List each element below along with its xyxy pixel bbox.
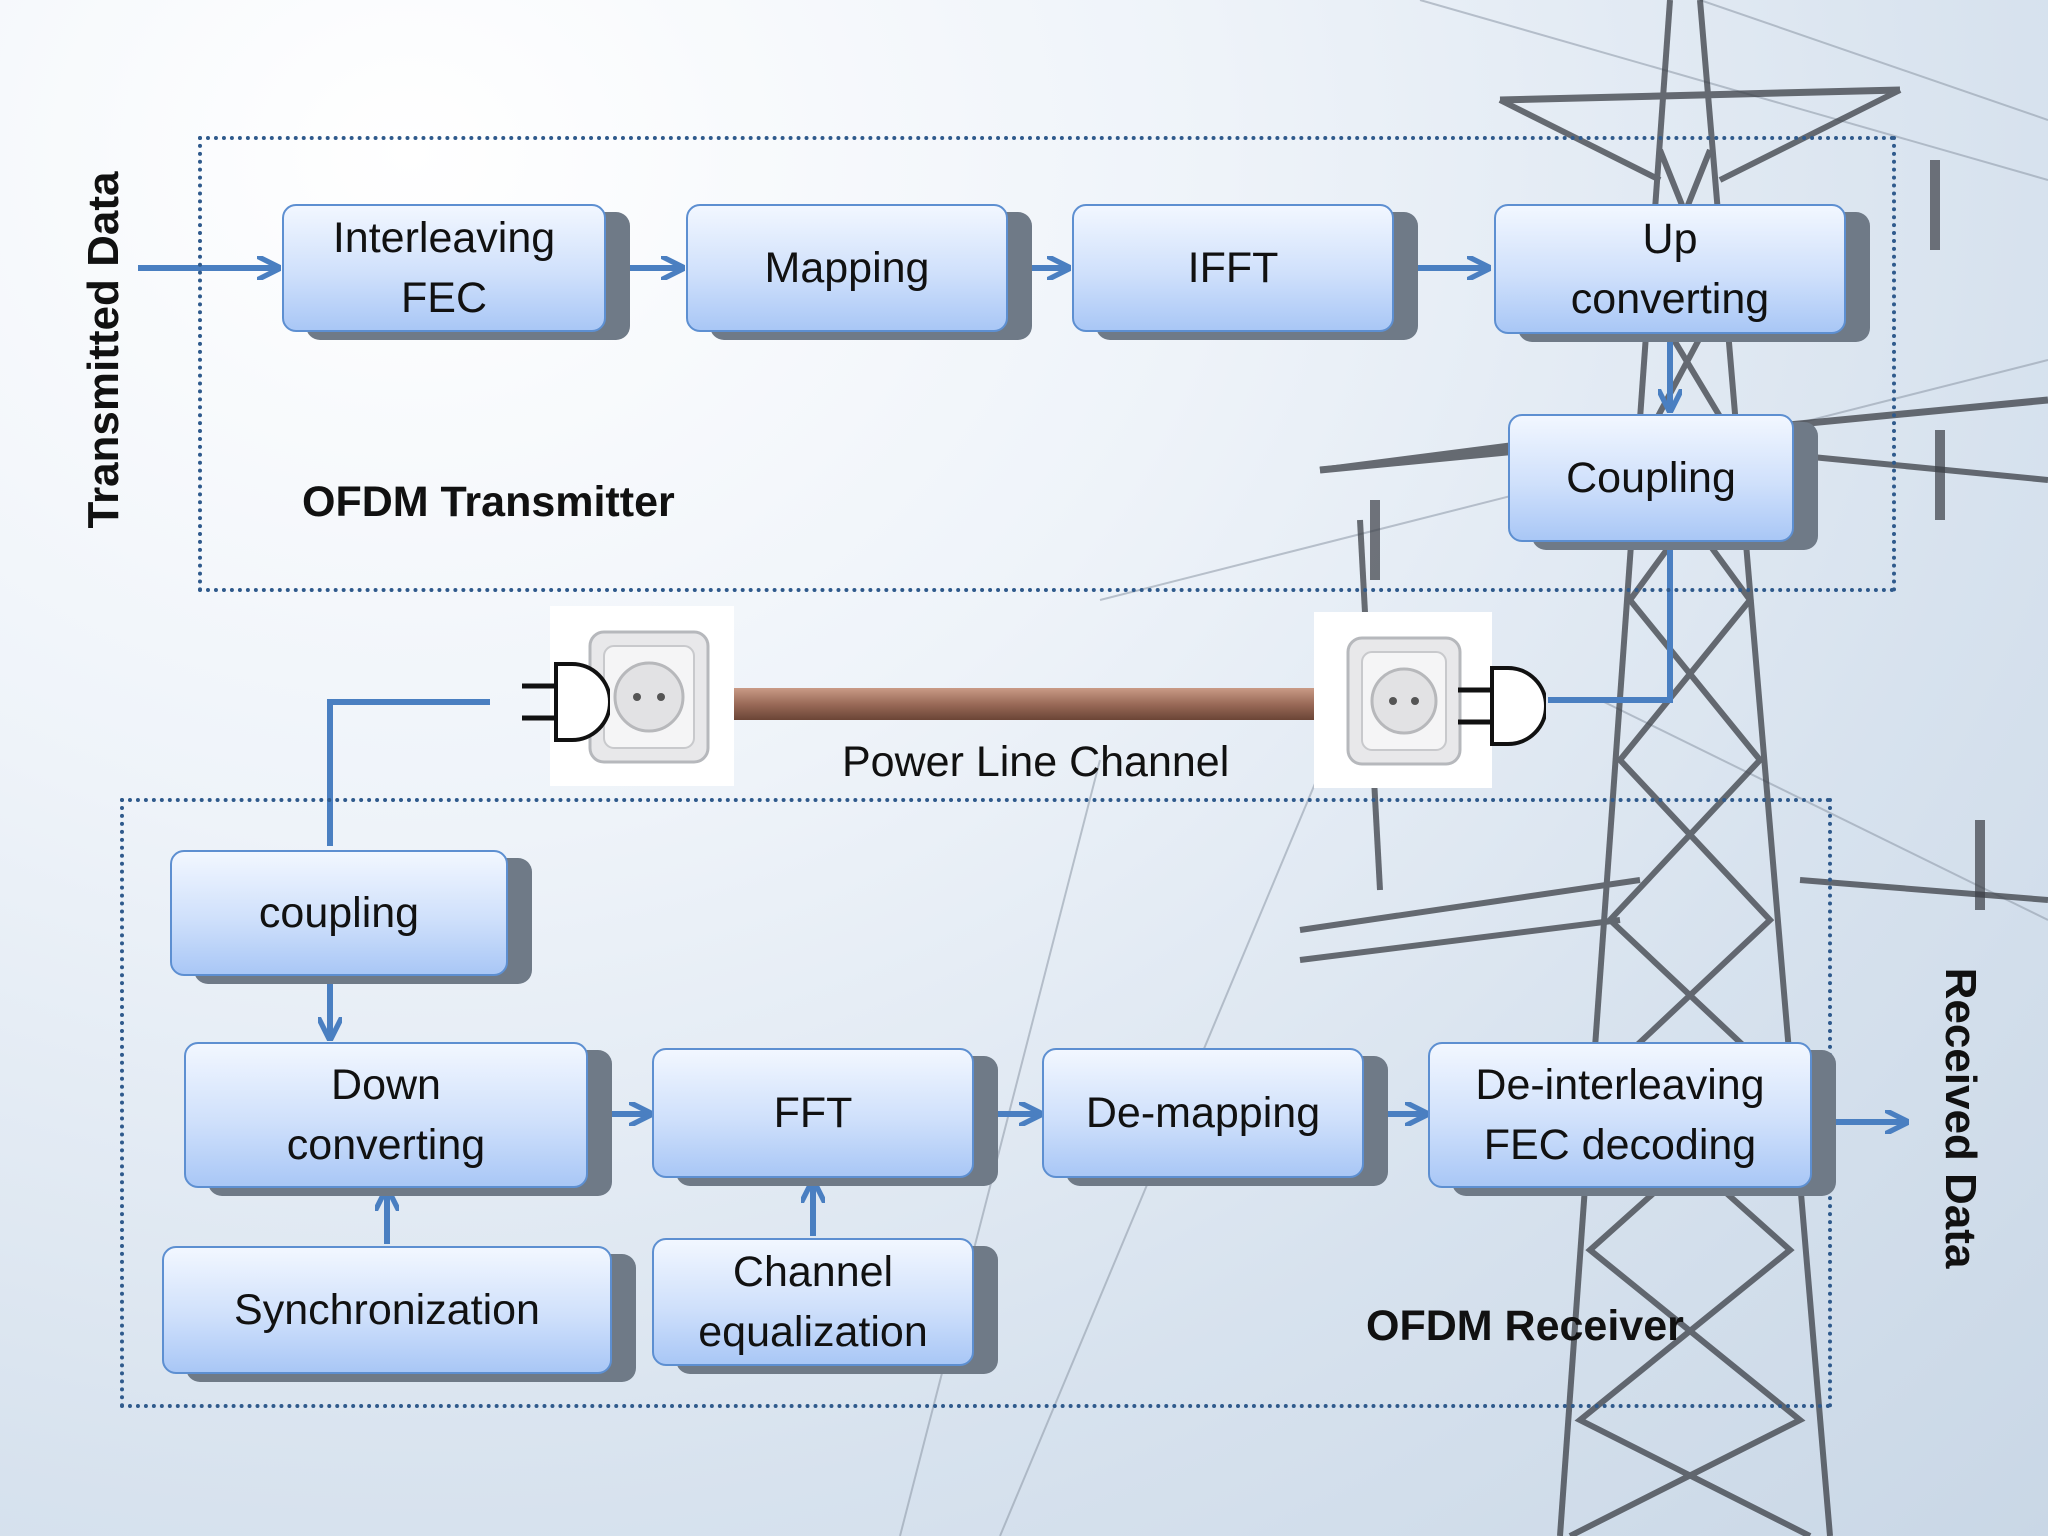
down-converting-block: Down converting [184,1042,612,1196]
right-outlet-panel [1314,612,1492,788]
power-cable [684,688,1348,720]
transmitter-region [198,136,1896,592]
receiver-title: OFDM Receiver [1366,1302,1684,1350]
left-outlet-panel [550,606,734,786]
coupling-rx-block: coupling [170,850,532,984]
transmitted-data-label: Transmitted Data [79,171,128,529]
up-converting-block: Up converting [1494,204,1870,342]
right-plug-icon [1458,666,1546,746]
interleaving-fec-block: Interleaving FEC [282,204,630,340]
left-plug-icon [522,662,610,742]
socket-icon [1346,636,1462,766]
wire-coupling-to-plug [1548,544,1673,703]
channel-label: Power Line Channel [842,738,1230,786]
de-interleaving-block: De-interleaving FEC decoding [1428,1042,1836,1196]
mapping-block: Mapping [686,204,1032,340]
insulators [1370,160,1985,910]
fft-block: FFT [652,1048,998,1186]
de-mapping-block: De-mapping [1042,1048,1388,1186]
received-data-label: Received Data [1936,967,1985,1269]
synchronization-block: Synchronization [162,1246,636,1382]
transmitter-title: OFDM Transmitter [302,478,675,526]
coupling-tx-block: Coupling [1508,414,1818,550]
ifft-block: IFFT [1072,204,1418,340]
channel-equalization-block: Channel equalization [652,1238,998,1374]
socket-icon [588,630,710,764]
